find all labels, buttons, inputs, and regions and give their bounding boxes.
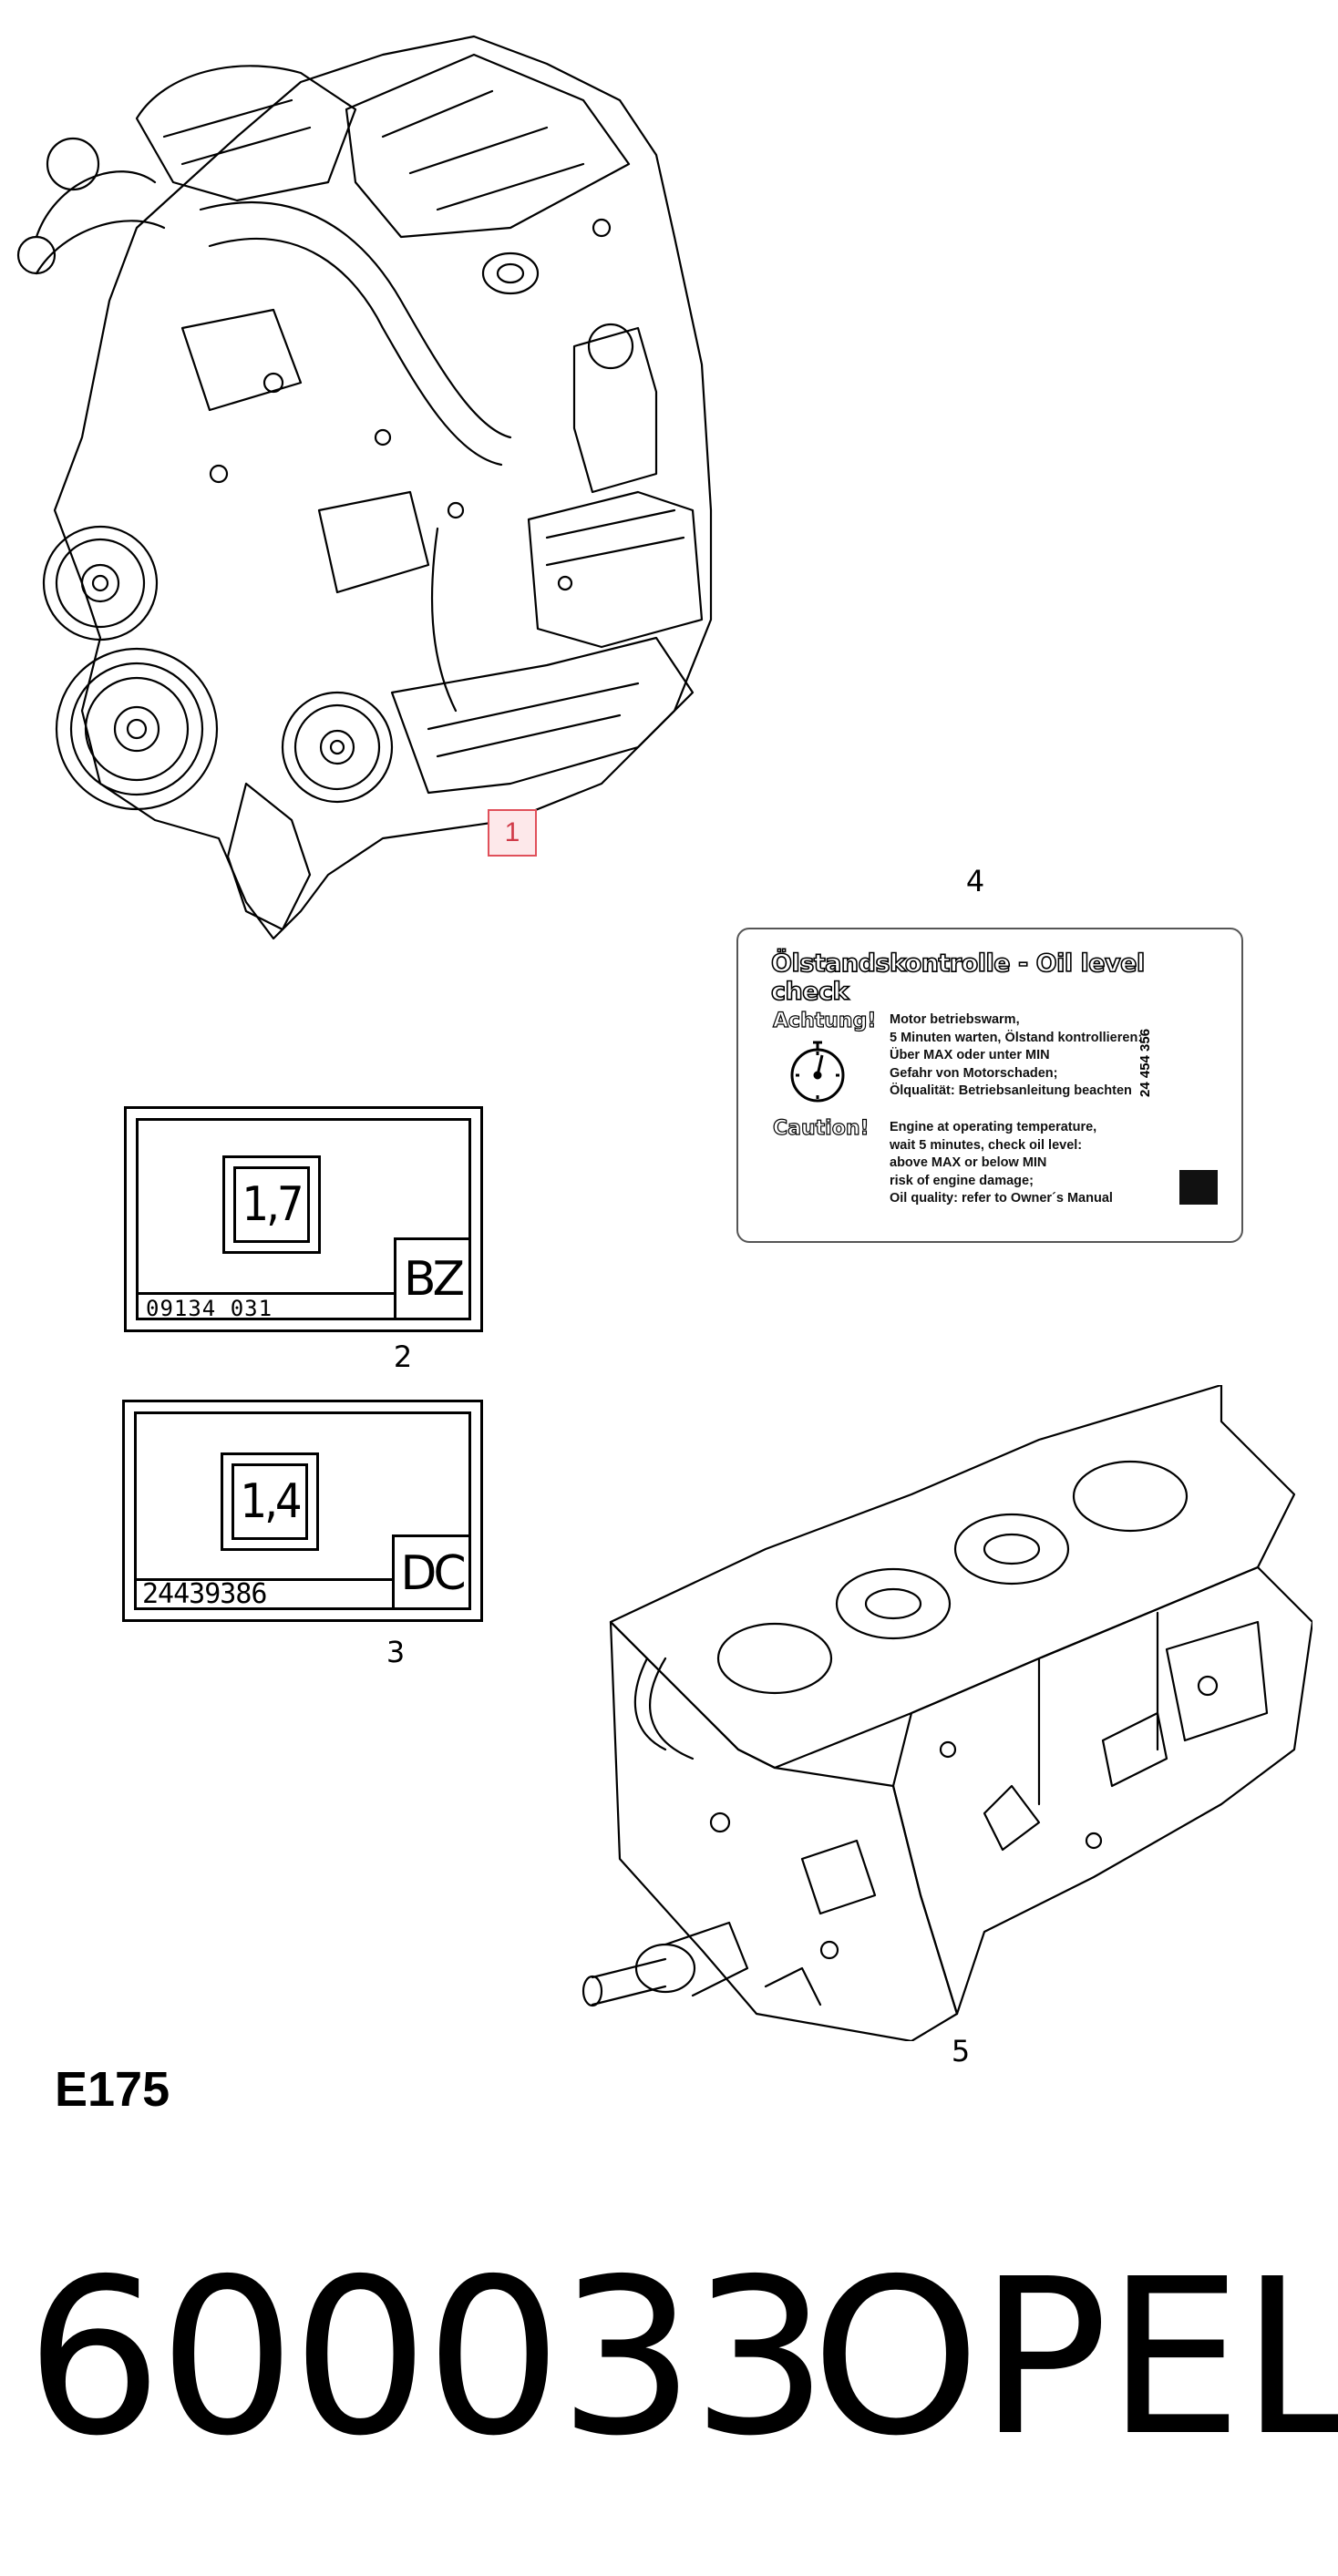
- engine-label-dc-inner-frame: 1,4 DC 24439386: [134, 1411, 471, 1610]
- oil-label-black-square: [1179, 1170, 1218, 1205]
- engine-code-box: DC: [392, 1534, 468, 1609]
- oil-label-english-text: Engine at operating temperature, wait 5 …: [890, 1119, 1181, 1208]
- oil-label-german-text: Motor betriebswarm, 5 Minuten warten, Öl…: [890, 1011, 1181, 1101]
- callout-3-label: 3: [386, 1635, 406, 1669]
- engine-label-bz-inner-frame: 1,7 BZ 09134 031: [136, 1118, 471, 1321]
- stopwatch-icon: [790, 1041, 845, 1103]
- oil-label-english-heading: Caution!: [772, 1116, 870, 1140]
- engine-label-dc[interactable]: 1,4 DC 24439386: [122, 1400, 483, 1622]
- callout-4-label: 4: [965, 864, 985, 898]
- english-line: wait 5 minutes, check oil level:: [890, 1137, 1083, 1153]
- german-line: Über MAX oder unter MIN: [890, 1048, 1050, 1062]
- callout-2-label: 2: [393, 1339, 413, 1374]
- displacement-badge: 1,4: [232, 1463, 308, 1540]
- english-line: above MAX or below MIN: [890, 1155, 1047, 1170]
- german-line: Gefahr von Motorschaden;: [890, 1065, 1058, 1081]
- displacement-badge: 1,7: [233, 1166, 310, 1243]
- part-number-underline: [137, 1578, 394, 1581]
- part-number: 09134 031: [146, 1296, 273, 1321]
- oil-label-part-number: 24 454 356: [1137, 1028, 1153, 1097]
- callout-5-label: 5: [951, 2034, 971, 2068]
- engine-label-bz[interactable]: 1,7 BZ 09134 031: [124, 1106, 483, 1332]
- footer-catalog-number: 600033: [26, 2232, 829, 2483]
- footer-brand: OPEL: [811, 2232, 1338, 2483]
- engine-code-box: BZ: [394, 1237, 468, 1318]
- german-line: Ölqualität: Betriebsanleitung beachten: [890, 1083, 1132, 1098]
- german-line: 5 Minuten warten, Ölstand kontrollieren:: [890, 1030, 1143, 1045]
- part-number-underline: [139, 1292, 396, 1295]
- part-number: 24439386: [142, 1578, 267, 1610]
- oil-label-german-heading: Achtung!: [772, 1009, 877, 1032]
- short-block-illustration: [582, 1385, 1312, 2041]
- engine-assembly-illustration: [16, 35, 713, 940]
- displacement-badge-outer: 1,4: [221, 1452, 319, 1551]
- german-line: Motor betriebswarm,: [890, 1012, 1020, 1027]
- english-line: risk of engine damage;: [890, 1173, 1034, 1188]
- oil-level-check-label[interactable]: Ölstandskontrolle - Oil level check Acht…: [736, 928, 1243, 1243]
- english-line: Engine at operating temperature,: [890, 1120, 1097, 1134]
- english-line: Oil quality: refer to Owner´s Manual: [890, 1191, 1113, 1206]
- figure-code: E175: [55, 2062, 170, 2117]
- oil-label-title: Ölstandskontrolle - Oil level check: [770, 949, 1146, 1007]
- callout-1-box[interactable]: 1: [488, 809, 537, 857]
- callout-1-label: 1: [504, 817, 520, 847]
- displacement-badge-outer: 1,7: [222, 1155, 321, 1254]
